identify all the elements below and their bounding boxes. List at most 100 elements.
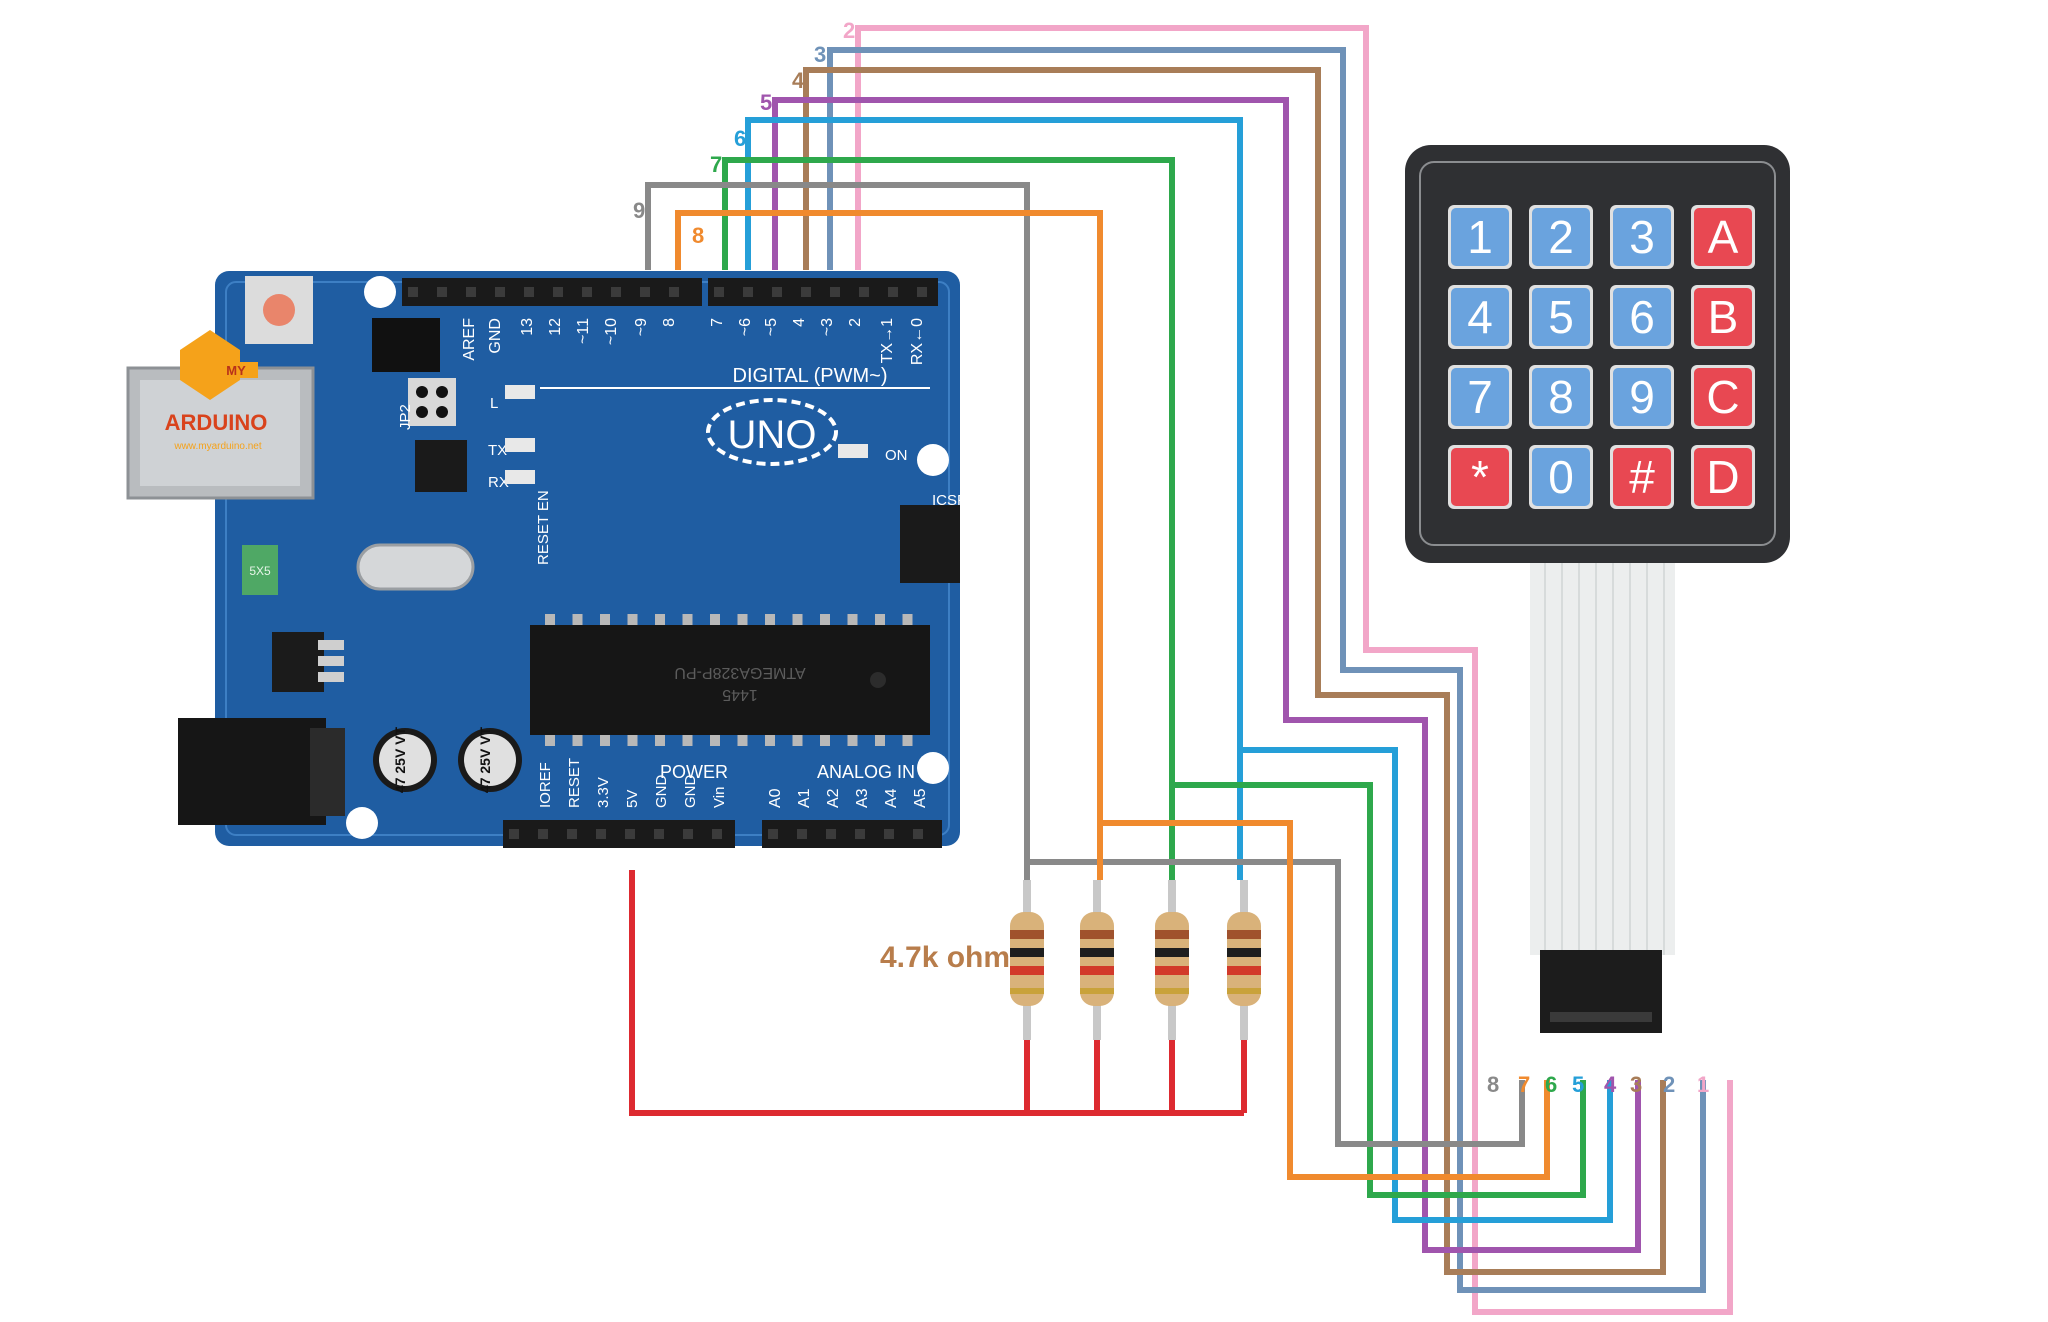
myarduino-logo: MY ARDUINO www.myarduino.net xyxy=(165,330,268,452)
capacitors: 47 25V VT 47 25V VT xyxy=(373,726,522,793)
digital-header-left xyxy=(402,278,702,306)
keypad-key-6[interactable]: 6 xyxy=(1610,285,1674,349)
digital-pin-label: ~3 xyxy=(819,318,836,336)
keypad-key-9[interactable]: 9 xyxy=(1610,365,1674,429)
crystal-oscillator xyxy=(356,543,475,591)
svg-text:6: 6 xyxy=(1629,291,1655,343)
digital-pin-label: ~11 xyxy=(575,318,592,344)
wire-2 xyxy=(855,25,1733,1315)
wire-5 xyxy=(772,97,1641,1253)
keypad-ribbon xyxy=(1530,555,1675,955)
keypad-key-8[interactable]: 8 xyxy=(1529,365,1593,429)
keypad-pin-label-5: 5 xyxy=(1572,1072,1584,1097)
ground-wire xyxy=(629,870,1247,1116)
svg-text:C: C xyxy=(1706,371,1739,423)
brand-logo-text: ARDUINO xyxy=(165,410,268,435)
power-pin-label: GND xyxy=(682,775,699,809)
analog-pin-label: A3 xyxy=(854,788,871,808)
resistors xyxy=(1010,880,1261,1040)
power-pin-label: IOREF xyxy=(537,762,554,808)
keypad-key-1[interactable]: 1 xyxy=(1448,205,1512,269)
power-header xyxy=(503,820,735,848)
svg-text:9: 9 xyxy=(1629,371,1655,423)
wire-label-3: 3 xyxy=(814,42,826,67)
keypad-pin-label-6: 6 xyxy=(1545,1072,1557,1097)
wire-label-5: 5 xyxy=(760,90,772,115)
board-label: ICSP xyxy=(932,492,967,509)
analog-pin-label: A0 xyxy=(767,788,784,808)
keypad-key-D[interactable]: D xyxy=(1691,445,1755,509)
analog-pin-label: A1 xyxy=(796,788,813,808)
keypad-key-4[interactable]: 4 xyxy=(1448,285,1512,349)
keypad-key-C[interactable]: C xyxy=(1691,365,1755,429)
board-label: L xyxy=(490,395,498,412)
keypad-pin-label-3: 3 xyxy=(1630,1072,1642,1097)
wire-label-9: 9 xyxy=(633,198,645,223)
board-label: RX xyxy=(488,474,509,491)
keypad-key-A[interactable]: A xyxy=(1691,205,1755,269)
svg-text:5: 5 xyxy=(1548,291,1574,343)
power-pin-label: GND xyxy=(653,775,670,809)
atmega-chip xyxy=(530,625,930,735)
digital-header-label: DIGITAL (PWM~) xyxy=(733,365,888,387)
analog-pin-label: A5 xyxy=(912,788,929,808)
analog-pin-label: A2 xyxy=(825,788,842,808)
digital-pin-label: 7 xyxy=(709,318,726,327)
digital-pin-label: TX→1 xyxy=(879,318,896,363)
resistor xyxy=(1155,880,1189,1040)
resistor xyxy=(1227,880,1261,1040)
wire-label-4: 4 xyxy=(792,68,805,93)
keypad-key-0[interactable]: 0 xyxy=(1529,445,1593,509)
chip-marking: 1445 xyxy=(722,686,758,703)
keypad-key-B[interactable]: B xyxy=(1691,285,1755,349)
digital-pin-label: AREF xyxy=(461,318,478,361)
digital-pin-label: ~10 xyxy=(603,318,620,345)
board-label: JP2 xyxy=(397,404,414,430)
wire-9 xyxy=(645,182,1525,1147)
power-pin-label: RESET xyxy=(566,758,583,808)
resistor-label: 4.7k ohm xyxy=(880,941,1010,974)
signal-wires xyxy=(629,25,1733,1315)
keypad-key-#[interactable]: # xyxy=(1610,445,1674,509)
analog-pin-label: A4 xyxy=(883,788,900,808)
digital-pin-label: ~9 xyxy=(633,318,650,336)
digital-header-right xyxy=(708,278,938,306)
digital-pin-label: ~5 xyxy=(763,318,780,336)
board-label: ON xyxy=(885,447,908,464)
keypad-pin-label-4: 4 xyxy=(1604,1072,1617,1097)
keypad-key-7[interactable]: 7 xyxy=(1448,365,1512,429)
svg-text:A: A xyxy=(1708,211,1739,263)
keypad-key-3[interactable]: 3 xyxy=(1610,205,1674,269)
brand-url: www.myarduino.net xyxy=(173,441,261,452)
wire-8 xyxy=(675,210,1550,1180)
svg-text:8: 8 xyxy=(1548,371,1574,423)
keypad-pin-label-2: 2 xyxy=(1663,1072,1675,1097)
capacitor-label: 47 25V VT xyxy=(392,726,408,793)
wire-6 xyxy=(745,117,1613,1223)
keypad-key-2[interactable]: 2 xyxy=(1529,205,1593,269)
svg-text:3: 3 xyxy=(1629,211,1655,263)
svg-text:7: 7 xyxy=(1467,371,1493,423)
svg-text:0: 0 xyxy=(1548,451,1574,503)
keypad-key-*[interactable]: * xyxy=(1448,445,1512,509)
analog-header-label: ANALOG IN xyxy=(817,762,915,782)
power-header-label: POWER xyxy=(660,762,728,782)
digital-pin-label: 13 xyxy=(519,318,536,336)
wire-label-6: 6 xyxy=(734,126,746,151)
svg-text:#: # xyxy=(1629,451,1655,503)
digital-pin-label: ~6 xyxy=(737,318,754,336)
keypad-pin-label-7: 7 xyxy=(1518,1072,1530,1097)
svg-text:4: 4 xyxy=(1467,291,1493,343)
digital-pin-label: 2 xyxy=(847,318,864,327)
digital-pin-label: 4 xyxy=(791,318,808,327)
digital-pin-label: GND xyxy=(487,318,504,354)
wire-3 xyxy=(827,47,1706,1293)
power-pin-label: 3.3V xyxy=(595,777,612,808)
brand-logo-text: MY xyxy=(226,363,246,378)
analog-header xyxy=(762,820,942,848)
uno-logo xyxy=(706,398,838,466)
svg-text:D: D xyxy=(1706,451,1739,503)
keypad-key-5[interactable]: 5 xyxy=(1529,285,1593,349)
